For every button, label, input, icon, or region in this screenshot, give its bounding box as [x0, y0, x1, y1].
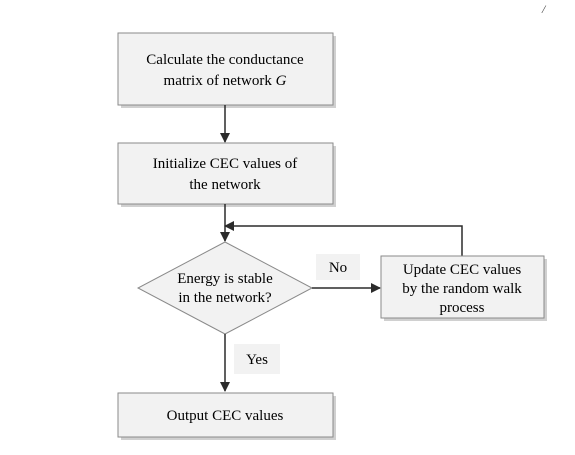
- step-calculate-line2: matrix of network G: [164, 73, 287, 89]
- step-calculate-box: Calculate the conductance matrix of netw…: [117, 32, 336, 108]
- arrow-update-loop-back: [224, 221, 463, 256]
- label-no: No: [316, 254, 360, 280]
- step-initialize-box: Initialize CEC values of the network: [117, 142, 336, 207]
- label-no-text: No: [329, 260, 347, 276]
- decision-energy-line2: in the network?: [178, 290, 272, 306]
- label-yes: Yes: [234, 344, 280, 374]
- step-update-line3: process: [440, 300, 485, 316]
- step-initialize-line2: the network: [189, 177, 261, 193]
- step-calculate-line1: Calculate the conductance: [146, 52, 304, 68]
- step-output-label: Output CEC values: [167, 408, 284, 424]
- step-initialize-line1: Initialize CEC values of: [153, 156, 298, 172]
- step-output-box: Output CEC values: [117, 392, 336, 440]
- corner-mark: /: [542, 2, 546, 16]
- label-yes-text: Yes: [246, 352, 268, 368]
- step-update-box: Update CEC values by the random walk pro…: [380, 255, 547, 321]
- step-update-line2: by the random walk: [402, 281, 522, 297]
- decision-energy-line1: Energy is stable: [177, 271, 273, 287]
- step-update-line1: Update CEC values: [403, 262, 521, 278]
- decision-energy-diamond: Energy is stable in the network?: [136, 241, 314, 335]
